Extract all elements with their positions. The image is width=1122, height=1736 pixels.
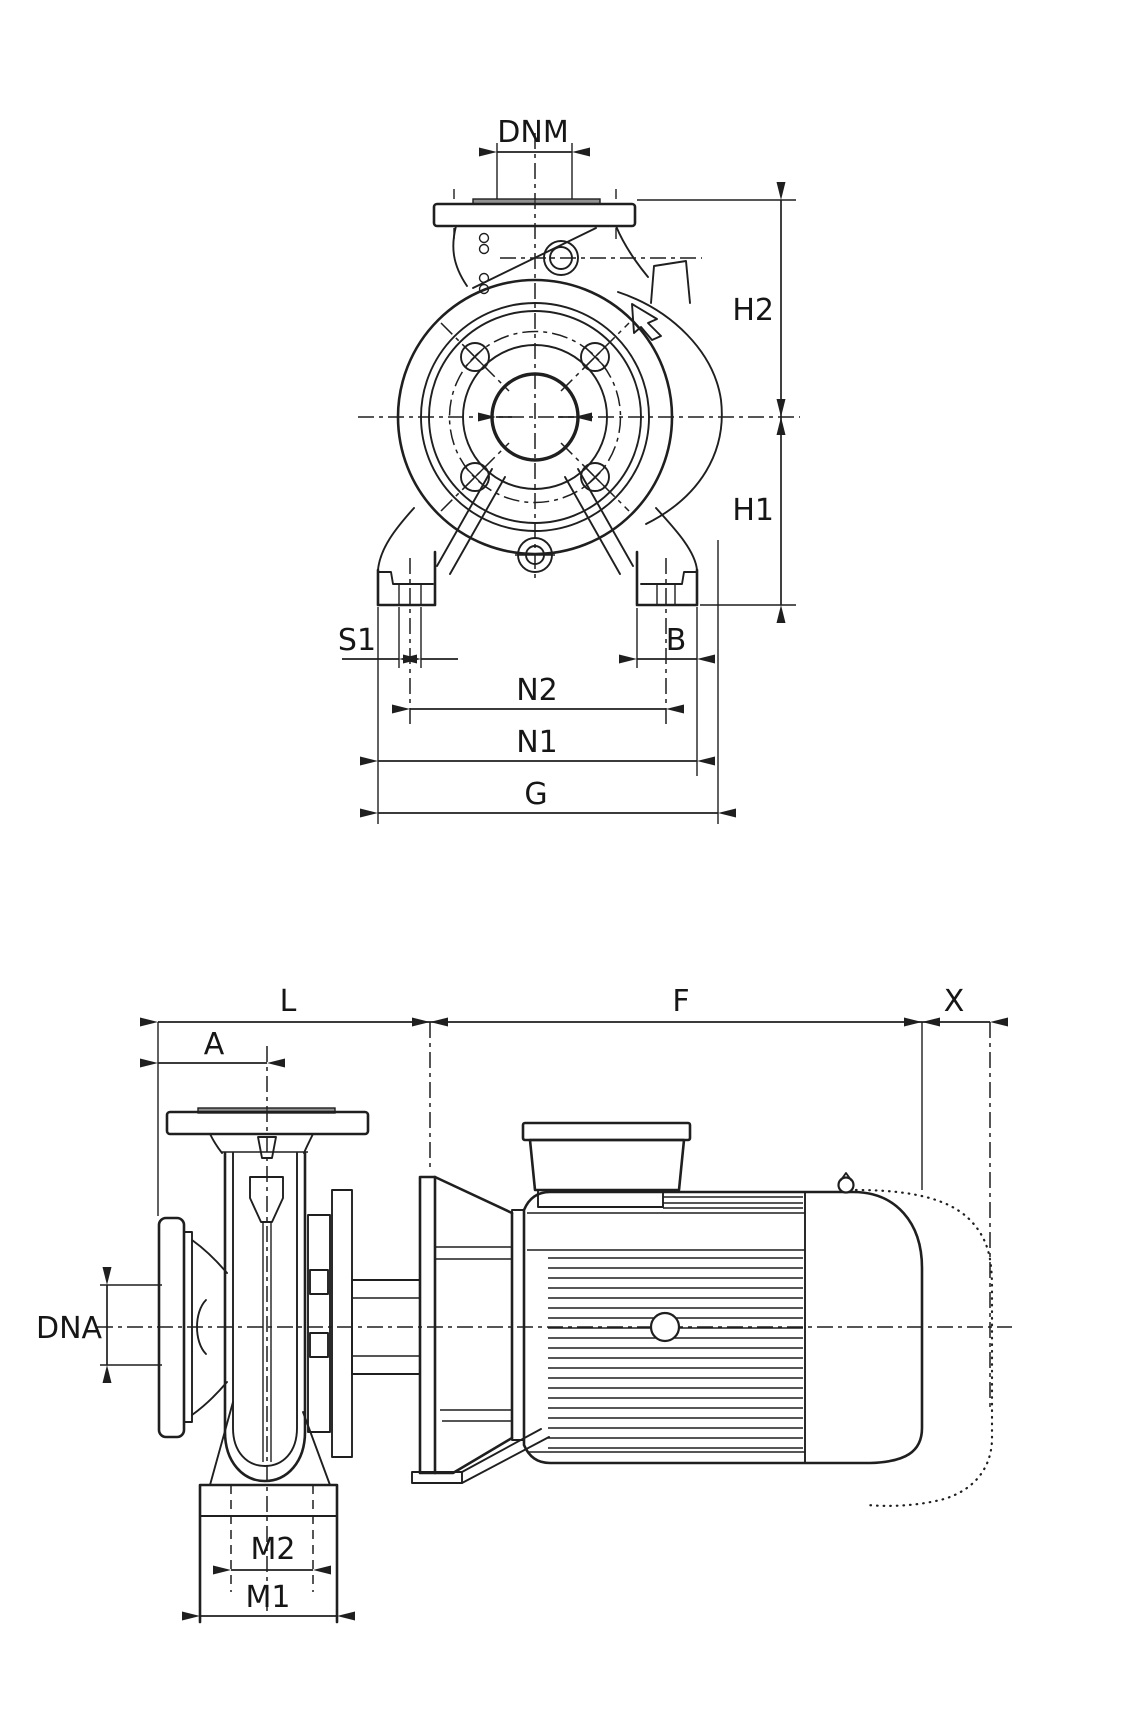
front-view: DNM H2 H1 S1 B N2 N1 xyxy=(338,115,800,824)
dim-l-f-x: L F X xyxy=(140,984,1008,1027)
suction-flange-side xyxy=(157,1216,228,1439)
support-feet-front xyxy=(376,468,699,607)
vent-plug-boss xyxy=(543,240,579,276)
dim-label-m1: M1 xyxy=(246,1580,291,1615)
dim-label-b: B xyxy=(666,623,687,658)
dim-label-m2: M2 xyxy=(251,1532,296,1567)
dim-n2-n1-g: N2 N1 G xyxy=(360,540,736,824)
dim-label-h2: H2 xyxy=(732,293,774,328)
motor-bracket xyxy=(411,1175,550,1484)
motor-cooling-fins xyxy=(548,1257,803,1449)
seal-housing xyxy=(307,1189,421,1458)
side-view: L F X A DNA xyxy=(36,984,1012,1624)
terminal-box xyxy=(521,1121,692,1208)
dim-label-dnm: DNM xyxy=(497,115,568,150)
dim-label-n2: N2 xyxy=(516,673,558,708)
drain-boss xyxy=(515,537,555,573)
dim-m2-m1: M2 M1 xyxy=(182,1532,355,1621)
dim-label-g: G xyxy=(524,777,547,812)
dim-dnm: DNM xyxy=(479,115,590,199)
motor-boss xyxy=(649,1311,681,1343)
motor xyxy=(521,1121,994,1507)
dim-label-dna: DNA xyxy=(36,1311,103,1346)
dim-s1-b: S1 B xyxy=(338,607,715,668)
dim-dna: DNA xyxy=(36,1267,162,1383)
dim-label-f: F xyxy=(672,984,689,1019)
pump-casing-side xyxy=(222,1151,308,1483)
lifting-eye xyxy=(837,1172,855,1194)
pump-casing-front xyxy=(396,225,723,573)
rotation-arrow-icon xyxy=(631,303,662,341)
dim-label-x: X xyxy=(944,984,965,1019)
dim-label-s1: S1 xyxy=(338,623,376,658)
side-centerlines xyxy=(97,1022,1012,1612)
discharge-neck xyxy=(452,225,649,289)
pump-foot-side xyxy=(198,1401,339,1624)
discharge-flange-front xyxy=(432,189,637,239)
dim-a: A xyxy=(140,1027,285,1068)
motor-variant-dotted-outline xyxy=(854,1188,994,1507)
dim-label-n1: N1 xyxy=(516,725,558,760)
dim-label-h1: H1 xyxy=(732,493,774,528)
dim-label-a: A xyxy=(204,1027,225,1062)
flange-bolt-holes xyxy=(460,342,610,492)
dim-h2-h1: H2 H1 xyxy=(637,182,796,623)
dim-label-l: L xyxy=(280,984,297,1019)
